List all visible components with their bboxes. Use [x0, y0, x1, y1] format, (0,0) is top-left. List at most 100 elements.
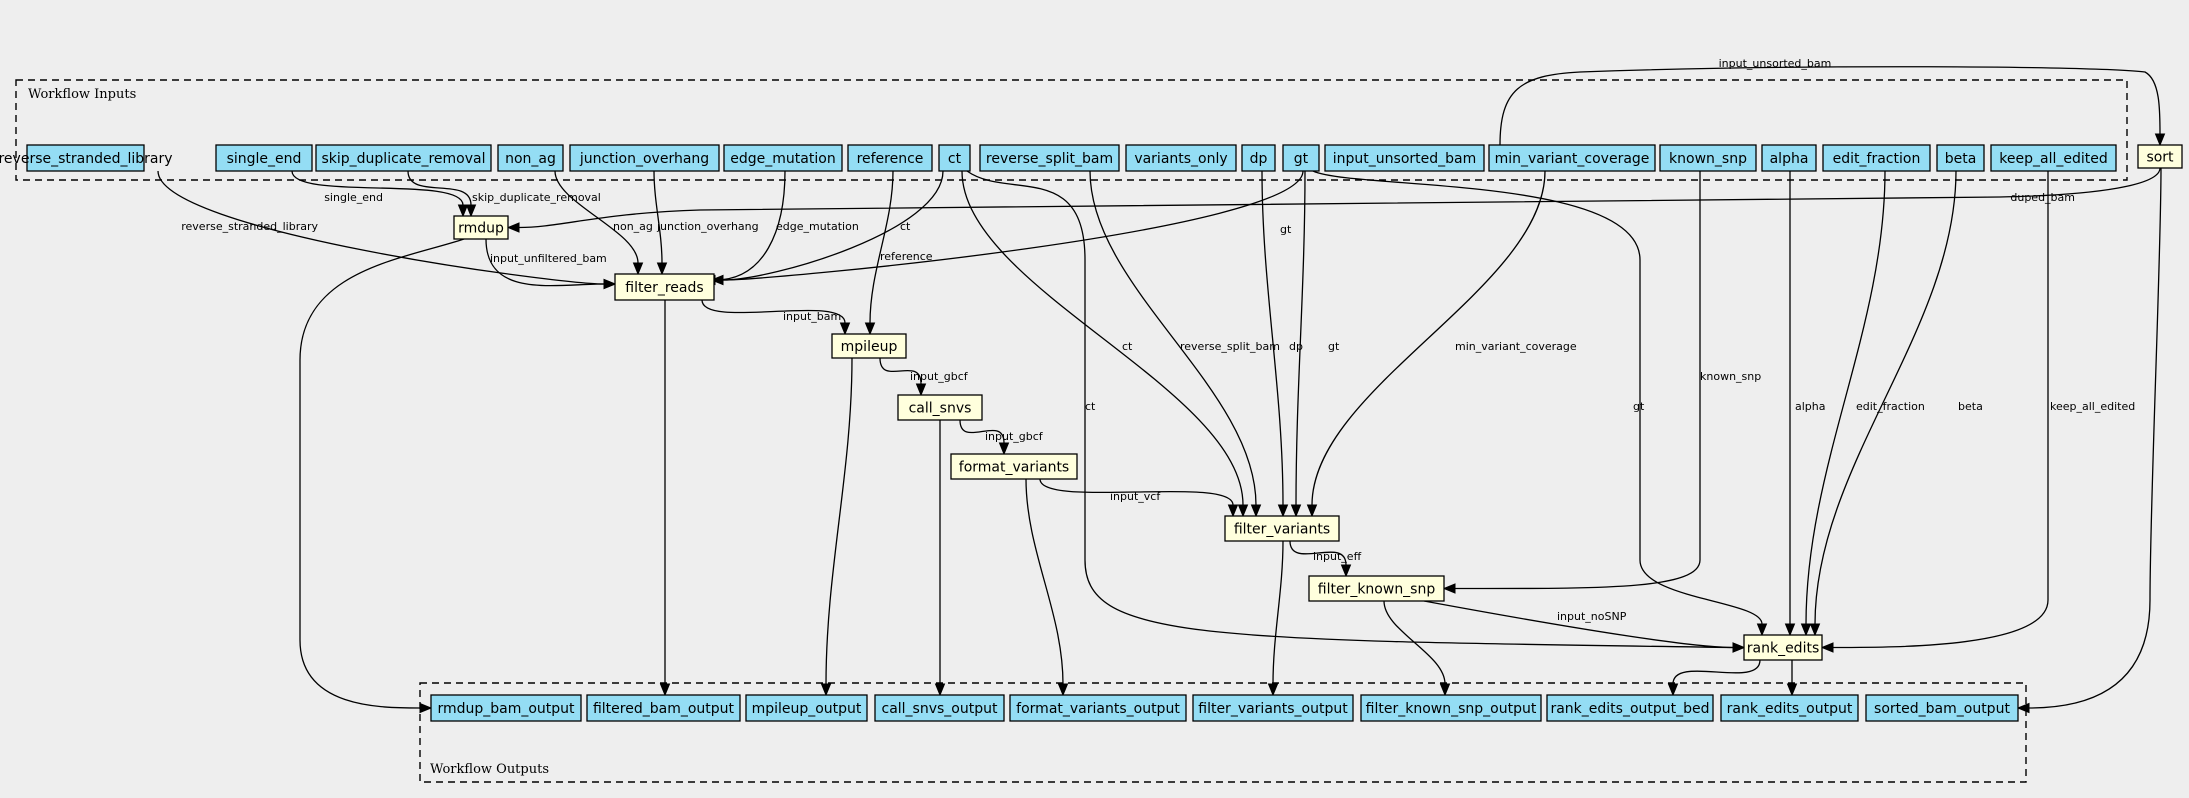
- edge-arrowhead: [1786, 683, 1798, 697]
- node-rank-edits: rank_edits: [1743, 634, 1823, 661]
- node-skip-duplicate-removal: skip_duplicate_removal: [315, 144, 492, 172]
- node-label: edge_mutation: [730, 151, 835, 167]
- edge-line: [1832, 170, 2049, 649]
- edge-gt-to-rank-edits: gt: [1312, 170, 1768, 637]
- node-label: format_variants_output: [1016, 701, 1180, 717]
- node-box: [1743, 634, 1823, 661]
- edge-dp-to-filter-variants: dp: [1261, 170, 1303, 518]
- edge-arrowhead: [1442, 583, 1456, 594]
- edge-call-snvs-to-format-variants: input_gbcf: [959, 419, 1044, 456]
- node-variants-only: variants_only: [1125, 144, 1237, 172]
- node-box: [453, 215, 509, 240]
- node-label: variants_only: [1134, 151, 1227, 167]
- node-label: junction_overhang: [579, 151, 709, 167]
- node-label: beta: [1945, 151, 1977, 167]
- node-box: [897, 394, 983, 421]
- edge-arrowhead: [934, 683, 946, 697]
- edge-arrowhead: [1290, 504, 1302, 518]
- edge-label: input_unfiltered_bam: [490, 252, 607, 265]
- edge-gt-to-filter-reads: gt: [710, 170, 1304, 286]
- edge-label: input_unsorted_bam: [1719, 57, 1832, 70]
- node-box: [745, 694, 868, 722]
- node-mpileup: mpileup: [831, 333, 907, 359]
- node-label: reverse_stranded_library: [0, 151, 173, 167]
- edge-line: [714, 170, 786, 281]
- node-ct: ct: [938, 144, 971, 172]
- node-box: [569, 144, 720, 172]
- edge-label: beta: [1958, 400, 1983, 413]
- node-box: [1125, 144, 1237, 172]
- edge-label: gt: [1280, 223, 1292, 236]
- edge-call-snvs-to-call-snvs-output: [934, 420, 946, 697]
- node-filter-known-snp-output: filter_known_snp_output: [1360, 694, 1542, 722]
- node-label: skip_duplicate_removal: [321, 151, 485, 167]
- node-alpha: alpha: [1761, 144, 1817, 172]
- edge-arrowhead: [2154, 133, 2166, 147]
- edge-line: [722, 170, 1304, 281]
- edge-label: input_vcf: [1110, 490, 1161, 503]
- node-mpileup-output: mpileup_output: [745, 694, 868, 722]
- edge-arrowhead: [915, 383, 927, 397]
- node-format-variants-output: format_variants_output: [1009, 694, 1187, 722]
- node-box: [1865, 694, 2019, 722]
- edge-arrowhead: [1057, 683, 1069, 697]
- node-box: [1324, 144, 1485, 172]
- edge-arrowhead: [1800, 623, 1812, 637]
- edge-filter-variants-to-filter-variants-output: [1267, 540, 1284, 697]
- node-call-snvs-output: call_snvs_output: [874, 694, 1005, 722]
- edge-line: [1289, 540, 1347, 566]
- node-label: rmdup_bam_output: [437, 701, 575, 717]
- edge-line: [1423, 600, 1734, 649]
- edge-input-unsorted-bam-to-sort: input_unsorted_bam: [1499, 57, 2166, 147]
- node-label: ct: [948, 151, 962, 167]
- edge-label: reverse_stranded_library: [181, 220, 318, 233]
- edge-label: input_gbcf: [910, 370, 969, 383]
- node-label: alpha: [1770, 151, 1809, 167]
- edge-line: [722, 170, 944, 281]
- node-label: reference: [857, 151, 924, 167]
- node-junction-overhang: junction_overhang: [569, 144, 720, 172]
- node-label: non_ag: [505, 151, 556, 167]
- edge-arrowhead: [1250, 504, 1262, 518]
- node-label: mpileup: [841, 339, 898, 355]
- edge-min-variant-coverage-to-filter-variants: min_variant_coverage: [1306, 170, 1577, 518]
- edge-filter-known-snp-to-rank-edits: input_noSNP: [1423, 600, 1746, 653]
- edge-arrowhead: [419, 702, 433, 714]
- edge-label: keep_all_edited: [2050, 400, 2135, 413]
- edge-line: [1089, 170, 1257, 506]
- outputs-cluster-title: Workflow Outputs: [430, 762, 549, 777]
- node-box: [1360, 694, 1542, 722]
- node-label: rank_edits_output_bed: [1550, 701, 1709, 717]
- edge-label: alpha: [1795, 400, 1826, 413]
- node-filtered-bam-output: filtered_bam_output: [586, 694, 741, 722]
- edge-label: input_gbcf: [985, 430, 1044, 443]
- inputs-cluster: [15, 79, 2128, 181]
- node-label: filtered_bam_output: [593, 701, 735, 717]
- node-label: filter_variants_output: [1198, 701, 1348, 717]
- edge-arrowhead: [1820, 642, 1834, 653]
- node-rank-edits-output-bed: rank_edits_output_bed: [1546, 694, 1714, 722]
- edge-label: skip_duplicate_removal: [472, 191, 601, 204]
- edge-line: [966, 170, 1734, 649]
- node-non-ag: non_ag: [497, 144, 564, 172]
- edge-arrowhead: [457, 204, 469, 218]
- edge-arrowhead: [1237, 504, 1249, 518]
- edge-line: [879, 357, 922, 385]
- node-label: filter_known_snp: [1318, 582, 1436, 598]
- node-reverse-split-bam: reverse_split_bam: [979, 144, 1120, 172]
- node-label: filter_reads: [625, 280, 703, 296]
- node-label: mpileup_output: [752, 701, 862, 717]
- node-label: edit_fraction: [1833, 151, 1921, 167]
- edge-gt-to-filter-variants: gt: [1290, 170, 1340, 518]
- edge-line: [407, 170, 472, 206]
- node-label: filter_variants: [1234, 522, 1330, 538]
- edge-keep-all-edited-to-rank-edits: keep_all_edited: [1820, 170, 2135, 653]
- node-box: [950, 453, 1078, 480]
- node-box: [1720, 694, 1859, 722]
- node-gt: gt: [1282, 144, 1320, 172]
- edge-line: [1805, 170, 1886, 625]
- edge-arrowhead: [1227, 504, 1239, 518]
- node-box: [831, 333, 907, 359]
- node-box: [497, 144, 564, 172]
